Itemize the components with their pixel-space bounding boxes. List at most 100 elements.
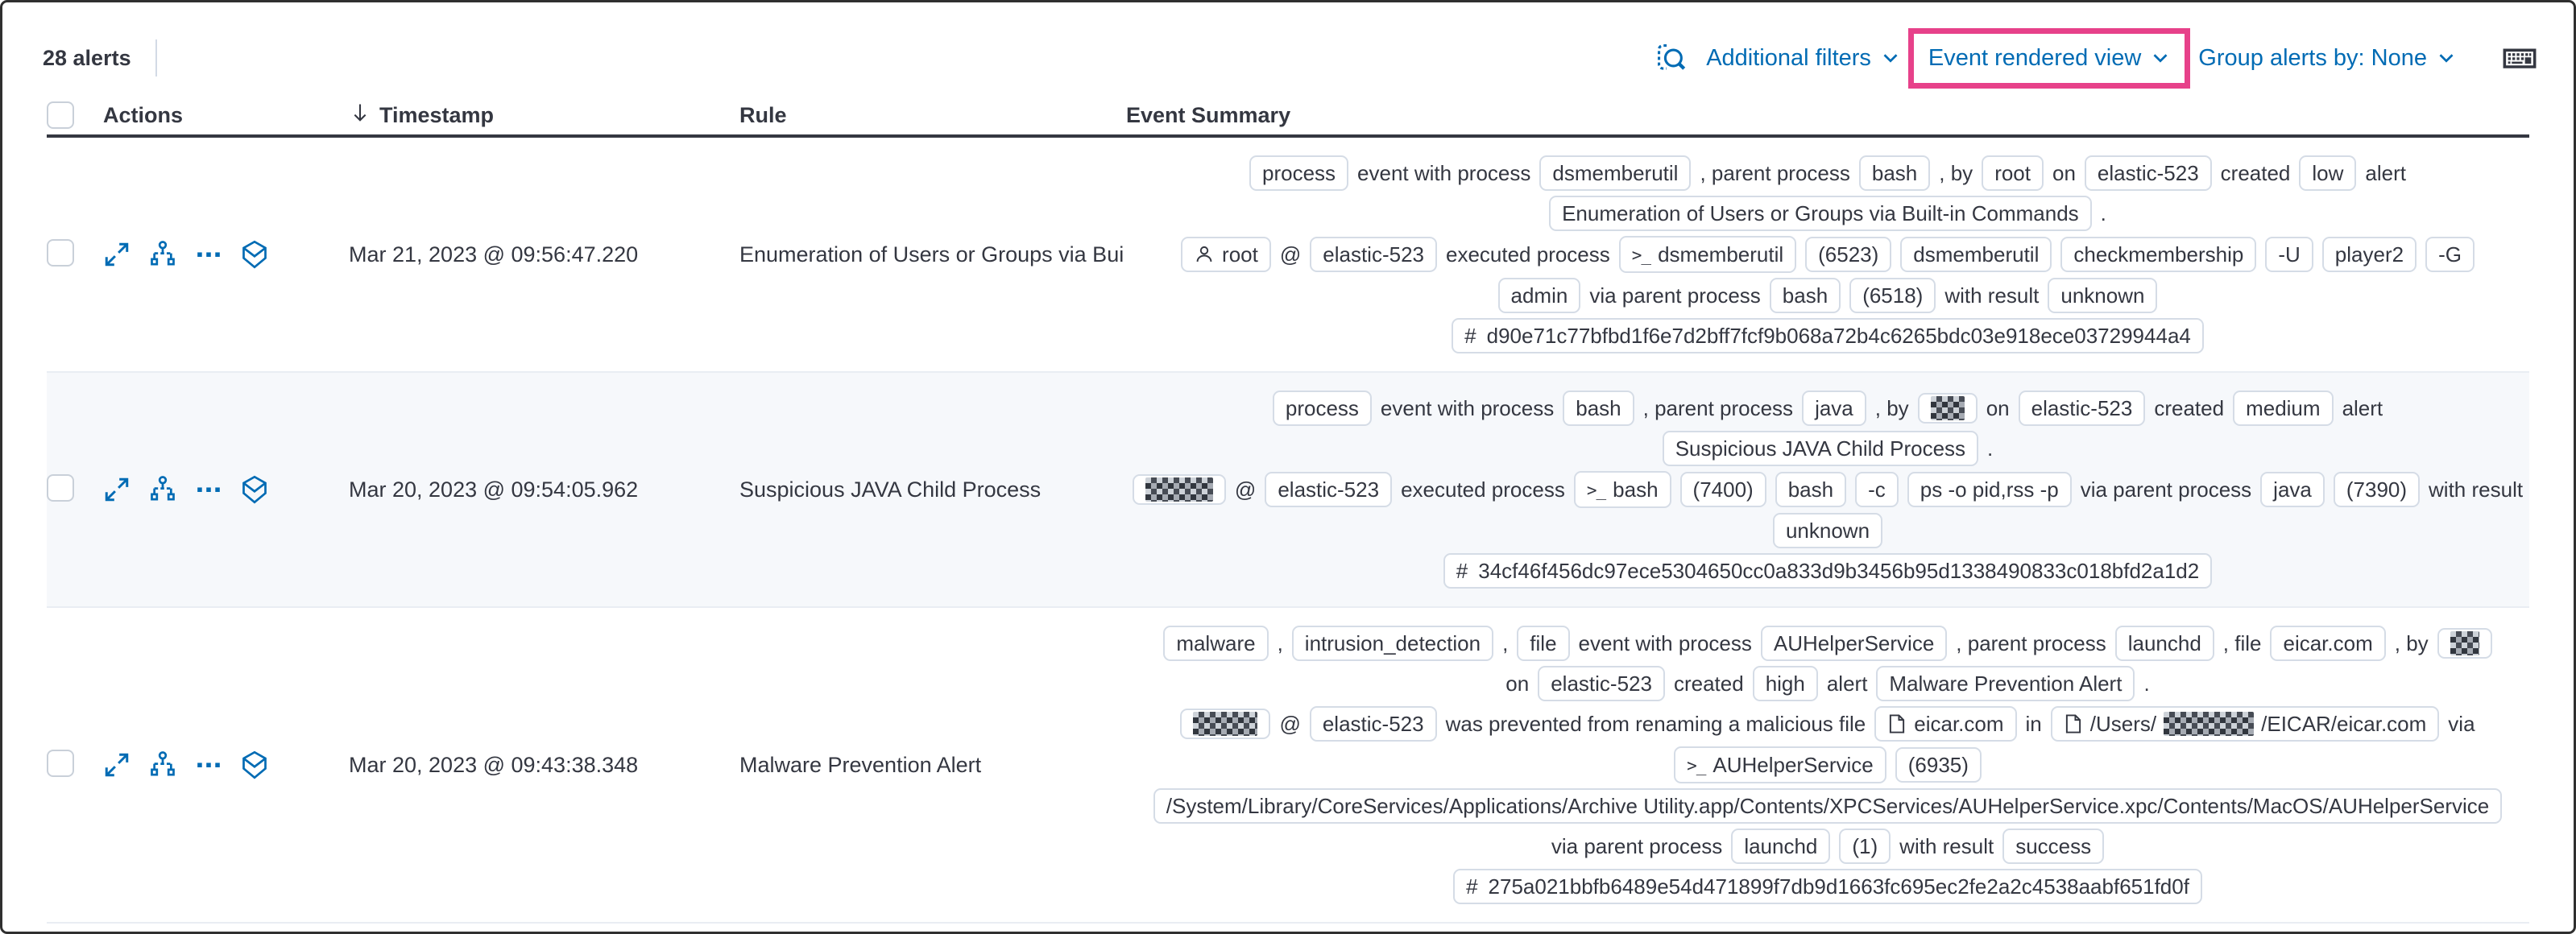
summary-badge[interactable]: dsmemberutil bbox=[1900, 237, 2052, 272]
summary-badge[interactable]: >_AUHelperService bbox=[1674, 746, 1886, 783]
summary-badge[interactable]: dsmemberutil bbox=[1539, 155, 1692, 191]
summary-badge[interactable]: process bbox=[1249, 155, 1349, 191]
summary-badge[interactable]: bash bbox=[1775, 472, 1847, 507]
summary-badge[interactable] bbox=[2437, 628, 2492, 659]
summary-badge[interactable]: player2 bbox=[2321, 237, 2417, 272]
analyze-event-button[interactable] bbox=[148, 475, 177, 504]
summary-badge[interactable]: #34cf46f456dc97ece5304650cc0a833d9b3456b… bbox=[1443, 553, 2213, 589]
summary-badge[interactable]: success bbox=[2002, 829, 2105, 864]
more-actions-button[interactable] bbox=[195, 751, 222, 779]
badge-label: eicar.com bbox=[1914, 712, 2004, 736]
summary-badge[interactable]: (6935) bbox=[1895, 747, 1982, 783]
summary-text: executed process bbox=[1445, 242, 1610, 267]
summary-badge[interactable]: bash bbox=[1563, 391, 1634, 426]
summary-badge[interactable]: bash bbox=[1769, 278, 1841, 313]
additional-filters-button[interactable]: Additional filters bbox=[1706, 45, 1900, 72]
summary-badge[interactable]: >_bash bbox=[1573, 471, 1671, 508]
view-selector-button[interactable]: Event rendered view bbox=[1928, 45, 2170, 72]
inspect-icon[interactable] bbox=[1656, 43, 1687, 73]
event-summary-line: Enumeration of Users or Groups via Built… bbox=[1126, 196, 2529, 231]
badge-label: root bbox=[1994, 161, 2031, 185]
summary-badge[interactable]: ps -o pid,rss -p bbox=[1907, 472, 2072, 507]
summary-badge[interactable]: medium bbox=[2233, 391, 2334, 426]
investigate-in-timeline-button[interactable] bbox=[240, 240, 269, 269]
summary-badge[interactable]: eicar.com bbox=[2270, 626, 2386, 661]
row-checkbox[interactable] bbox=[47, 238, 74, 267]
expand-alert-button[interactable] bbox=[103, 476, 130, 503]
summary-badge[interactable]: (6523) bbox=[1805, 237, 1892, 272]
summary-badge[interactable]: eicar.com bbox=[1874, 706, 2017, 742]
summary-badge[interactable]: #275a021bbfb6489e54d471899f7db9d1663fc69… bbox=[1453, 869, 2202, 904]
expand-alert-button[interactable] bbox=[103, 241, 130, 268]
summary-badge[interactable]: elastic-523 bbox=[2018, 391, 2146, 426]
row-checkbox[interactable] bbox=[47, 749, 74, 777]
summary-badge[interactable]: (7390) bbox=[2333, 472, 2421, 507]
analyze-event-button[interactable] bbox=[148, 240, 177, 269]
summary-badge[interactable]: elastic-523 bbox=[1310, 237, 1437, 272]
summary-badge[interactable]: elastic-523 bbox=[2084, 155, 2212, 191]
summary-text: in bbox=[2025, 711, 2042, 736]
analyze-event-button[interactable] bbox=[148, 750, 177, 779]
terminal-icon: >_ bbox=[1687, 756, 1706, 775]
more-actions-button[interactable] bbox=[195, 241, 222, 268]
summary-badge[interactable]: unknown bbox=[1772, 513, 1883, 548]
badge-label: Malware Prevention Alert bbox=[1889, 672, 2123, 696]
summary-badge[interactable]: /System/Library/CoreServices/Application… bbox=[1153, 788, 2503, 824]
summary-badge[interactable]: /Users//EICAR/eicar.com bbox=[2050, 706, 2440, 742]
summary-badge[interactable]: Enumeration of Users or Groups via Built… bbox=[1549, 196, 2092, 231]
summary-badge[interactable]: -c bbox=[1855, 472, 1899, 507]
summary-badge[interactable]: (1) bbox=[1839, 829, 1891, 864]
rule-cell[interactable]: Malware Prevention Alert bbox=[739, 752, 982, 777]
rule-cell[interactable]: Suspicious JAVA Child Process bbox=[739, 477, 1042, 502]
summary-text: @ bbox=[1234, 477, 1257, 502]
more-actions-button[interactable] bbox=[195, 476, 222, 503]
summary-badge[interactable]: launchd bbox=[2114, 626, 2214, 661]
summary-badge[interactable]: -U bbox=[2265, 237, 2313, 272]
rule-cell[interactable]: Enumeration of Users or Groups via Bui bbox=[739, 242, 1124, 267]
summary-badge[interactable]: unknown bbox=[2048, 278, 2158, 313]
actions-cell bbox=[103, 750, 349, 779]
investigate-in-timeline-button[interactable] bbox=[240, 750, 269, 779]
badge-label: launchd bbox=[2127, 631, 2201, 655]
summary-badge[interactable]: AUHelperService bbox=[1760, 626, 1948, 661]
badge-label: dsmemberutil bbox=[1913, 242, 2040, 267]
summary-badge[interactable]: java bbox=[2260, 472, 2325, 507]
header-timestamp[interactable]: Timestamp bbox=[349, 101, 739, 130]
summary-badge[interactable]: (7400) bbox=[1679, 472, 1766, 507]
summary-badge[interactable]: low bbox=[2299, 155, 2357, 191]
summary-badge[interactable]: launchd bbox=[1731, 829, 1831, 864]
expand-alert-button[interactable] bbox=[103, 751, 130, 779]
summary-badge[interactable]: Suspicious JAVA Child Process bbox=[1662, 431, 1979, 466]
summary-badge[interactable]: Malware Prevention Alert bbox=[1876, 666, 2135, 701]
summary-badge[interactable]: -G bbox=[2425, 237, 2475, 272]
event-summary-line: #d90e71c77bfbd1f6e7d2bff7fcf9b068a72b4c6… bbox=[1126, 318, 2529, 353]
summary-badge[interactable]: (6518) bbox=[1849, 278, 1936, 313]
summary-badge[interactable]: root bbox=[1982, 155, 2044, 191]
summary-badge[interactable] bbox=[1917, 393, 1978, 424]
investigate-in-timeline-button[interactable] bbox=[240, 475, 269, 504]
summary-badge[interactable]: java bbox=[1802, 391, 1866, 426]
summary-badge[interactable]: process bbox=[1272, 391, 1372, 426]
summary-badge[interactable]: elastic-523 bbox=[1538, 666, 1665, 701]
summary-badge[interactable]: checkmembership bbox=[2060, 237, 2257, 272]
summary-badge[interactable]: high bbox=[1752, 666, 1818, 701]
summary-badge[interactable]: root bbox=[1181, 237, 1271, 272]
summary-badge[interactable]: admin bbox=[1497, 278, 1581, 313]
row-checkbox[interactable] bbox=[47, 473, 74, 502]
badge-label: -U bbox=[2278, 242, 2301, 267]
summary-badge[interactable]: >_dsmemberutil bbox=[1618, 236, 1797, 273]
summary-badge[interactable] bbox=[1180, 709, 1271, 739]
badge-label: intrusion_detection bbox=[1304, 631, 1481, 655]
summary-badge[interactable]: #d90e71c77bfbd1f6e7d2bff7fcf9b068a72b4c6… bbox=[1452, 318, 2204, 353]
summary-badge[interactable]: elastic-523 bbox=[1309, 706, 1437, 742]
summary-badge[interactable]: elastic-523 bbox=[1265, 472, 1393, 507]
chevron-down-icon bbox=[2151, 48, 2170, 68]
group-alerts-by-button[interactable]: Group alerts by: None bbox=[2198, 45, 2456, 72]
keyboard-shortcuts-icon[interactable] bbox=[2501, 42, 2538, 74]
summary-badge[interactable] bbox=[1132, 474, 1226, 505]
select-all-checkbox[interactable] bbox=[47, 101, 74, 129]
summary-badge[interactable]: malware bbox=[1163, 626, 1269, 661]
summary-badge[interactable]: bash bbox=[1858, 155, 1931, 191]
summary-badge[interactable]: intrusion_detection bbox=[1291, 626, 1494, 661]
summary-badge[interactable]: file bbox=[1517, 626, 1570, 661]
